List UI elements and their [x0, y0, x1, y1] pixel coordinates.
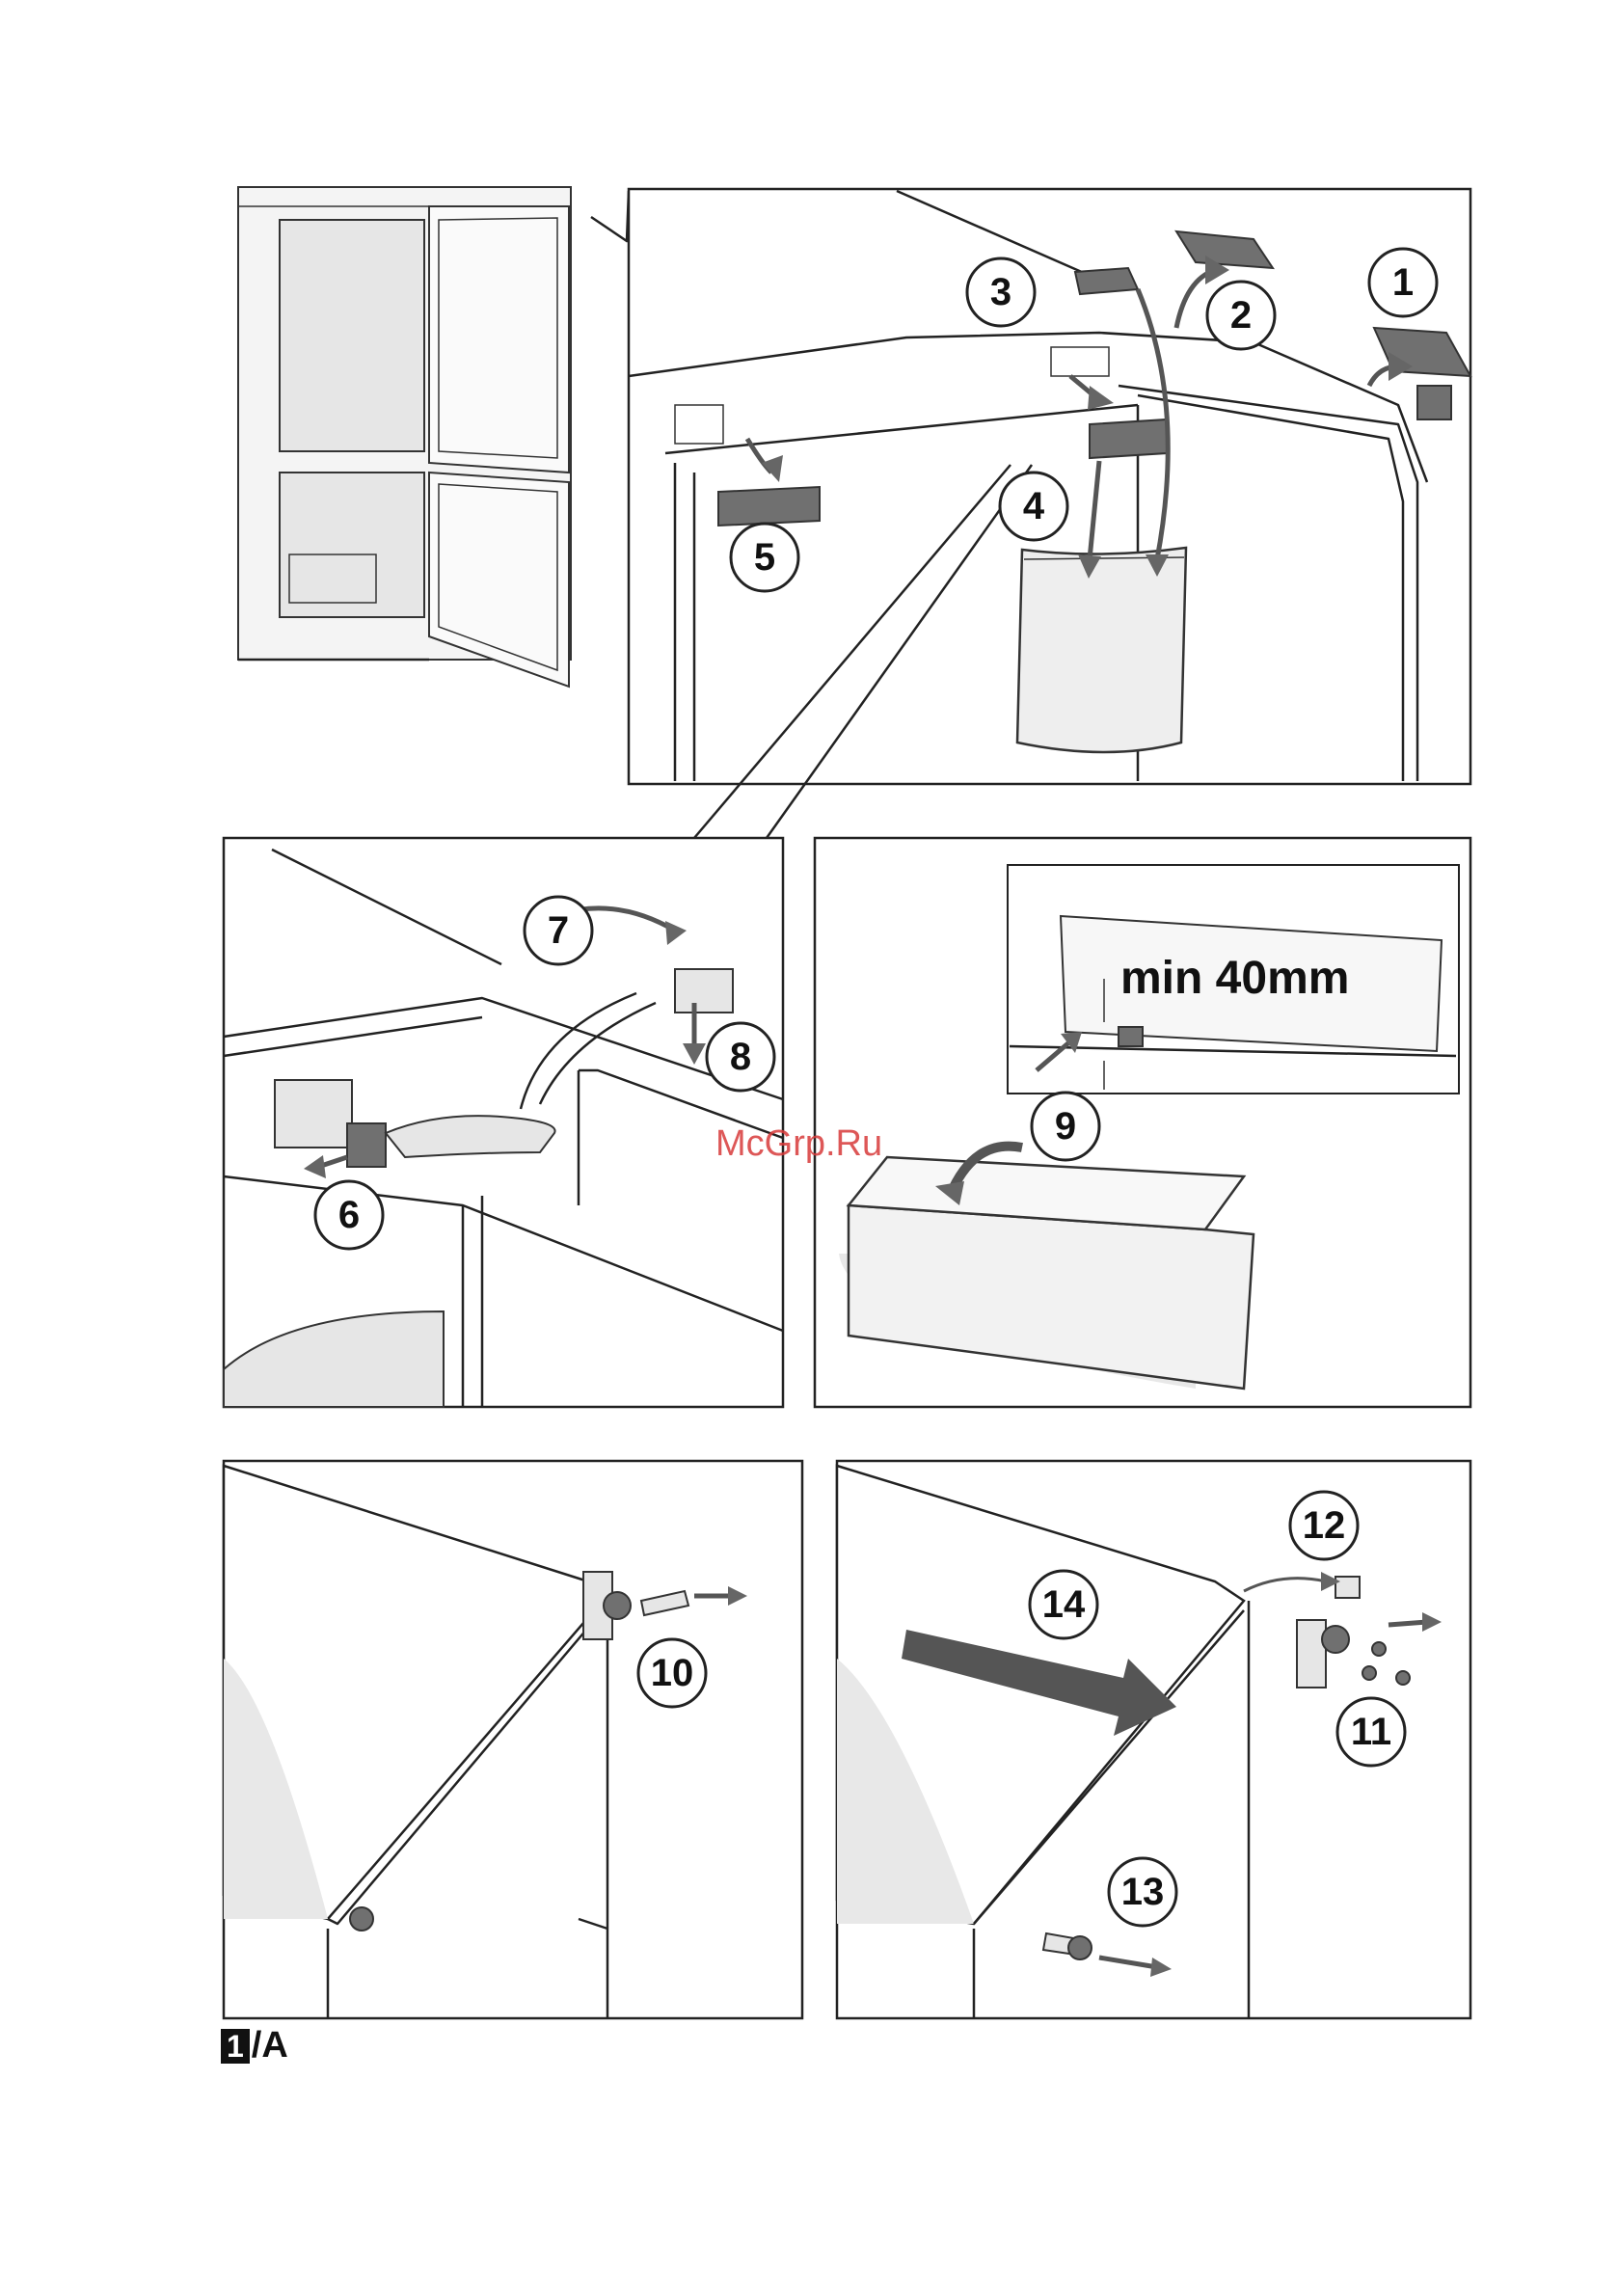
figure-label-box: 1 [221, 2029, 250, 2064]
callout-2: 2 [1207, 282, 1275, 349]
svg-text:10: 10 [651, 1652, 694, 1694]
callout-9: 9 [1032, 1093, 1099, 1160]
figure-label-suffix: /A [252, 2025, 288, 2066]
svg-text:9: 9 [1055, 1105, 1076, 1148]
callout-11: 11 [1337, 1698, 1405, 1766]
svg-text:13: 13 [1121, 1871, 1165, 1913]
callout-1: 1 [1369, 249, 1437, 316]
callout-3: 3 [967, 258, 1035, 326]
callout-7: 7 [525, 897, 592, 964]
callout-4: 4 [1000, 473, 1067, 540]
svg-text:1: 1 [1392, 261, 1414, 304]
panel-base-clearance: min 40mm [815, 838, 1470, 1407]
watermark-text: McGrp.Ru [715, 1123, 882, 1164]
svg-text:6: 6 [338, 1194, 360, 1236]
callout-12: 12 [1290, 1492, 1358, 1559]
figure-label: 1/A [221, 2025, 288, 2066]
svg-text:2: 2 [1230, 294, 1252, 337]
callout-8: 8 [707, 1023, 774, 1091]
callout-5: 5 [731, 524, 798, 591]
callout-14: 14 [1030, 1571, 1097, 1638]
svg-text:12: 12 [1303, 1504, 1346, 1547]
panel-connector [224, 838, 783, 1407]
panel-remove-hinge [224, 1461, 802, 2018]
fridge-overview [238, 187, 571, 687]
svg-text:7: 7 [548, 909, 569, 952]
svg-text:5: 5 [754, 536, 775, 579]
svg-text:3: 3 [990, 271, 1011, 313]
callout-13: 13 [1109, 1858, 1176, 1926]
svg-text:14: 14 [1042, 1583, 1086, 1626]
callout-10: 10 [638, 1639, 706, 1707]
callout-6: 6 [315, 1181, 383, 1249]
svg-text:11: 11 [1351, 1711, 1391, 1753]
svg-text:4: 4 [1023, 485, 1045, 527]
svg-text:8: 8 [730, 1036, 751, 1078]
measure-label: min 40mm [1120, 953, 1349, 1004]
